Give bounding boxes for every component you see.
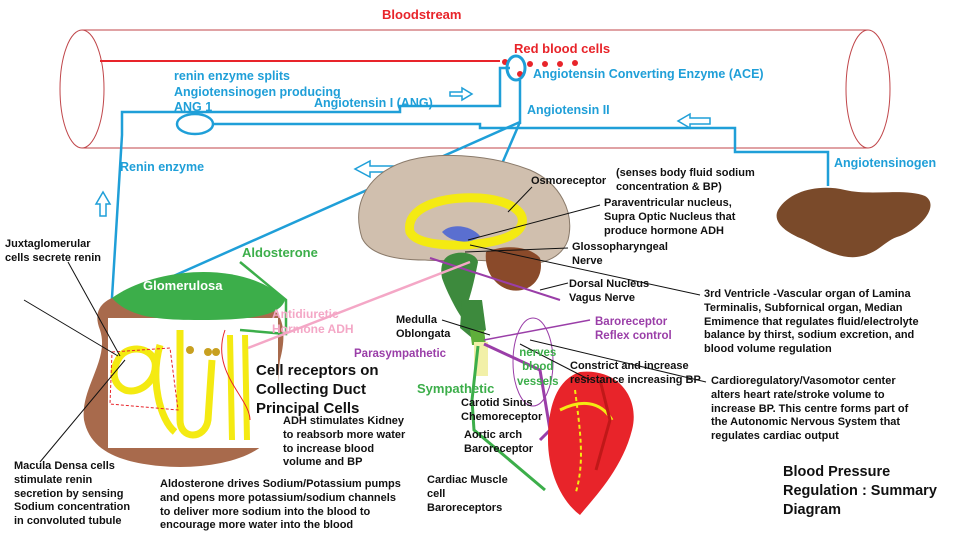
bloodstream-vessel: [59, 29, 891, 149]
bloodstream-label: Bloodstream: [382, 7, 462, 22]
parasympathetic-label: Parasympathetic: [354, 348, 447, 360]
paraventricular-label: Paraventricular nucleus, Supra Optic Nuc…: [604, 197, 736, 237]
brain: [358, 154, 571, 345]
liver-shape: [776, 187, 931, 258]
angiotensinogen-label: Angiotensinogen: [834, 156, 937, 170]
carotid-label: Carotid Sinus Chemoreceptor: [461, 397, 543, 423]
angiotensin-1-label: Angiotensin I (ANG): [314, 96, 433, 110]
nerves-blood-vessels-label: nerves blood vessels: [517, 347, 559, 388]
osmoreceptor-label: Osmoreceptor: [531, 175, 607, 187]
cardiac-muscle-label: Cardiac Muscle cell Baroreceptors: [427, 474, 508, 514]
macula-densa-label: Macula Densa cells stimulate renin secre…: [14, 460, 131, 527]
dorsal-nucleus-label: Dorsal Nucleus Vagus Nerve: [569, 278, 650, 304]
juxtaglomerular-label: Juxtaglomerular cells secrete renin: [5, 238, 102, 264]
glomerulosa-label: Glomerulosa: [143, 278, 223, 293]
glossopharyngeal-label: Glossopharyngeal Nerve: [572, 241, 668, 267]
aldosterone-drives-label: Aldosterone drives Sodium/Potassium pump…: [160, 478, 401, 532]
osmoreceptor-note: (senses body fluid sodium concentration …: [616, 167, 755, 193]
heart: [548, 371, 634, 515]
pointer-lines: [23, 186, 707, 463]
diagram-title: Blood Pressure Regulation : Summary Diag…: [783, 464, 937, 519]
renin-split-label: renin enzyme splits Angiotensinogen prod…: [174, 69, 341, 115]
cardioregulatory-label: Cardioregulatory/Vasomotor center alters…: [711, 375, 909, 442]
renin-enzyme-label: Renin enzyme: [120, 160, 205, 174]
third-ventricle-label: 3rd Ventricle -Vascular organ of Lamina …: [704, 288, 919, 355]
kidney: [83, 272, 285, 467]
adh-stimulates-label: ADH stimulates Kidney to reabsorb more w…: [283, 415, 406, 469]
angiotensin-2-label: Angiotensin II: [527, 103, 610, 117]
ang1-ellipse: [175, 112, 215, 136]
adh-label: Antidiuretic Hormone ADH: [272, 307, 354, 336]
aortic-arch-label: Aortic arch Baroreceptor: [464, 429, 534, 455]
medulla-label: Medulla Oblongata: [396, 314, 451, 340]
constrict-label: Constrict and increase resistance increa…: [570, 360, 701, 386]
red-blood-cells-dots: [502, 59, 578, 77]
nerve-tracts: [429, 257, 591, 492]
aldosterone-label: Aldosterone: [242, 245, 318, 260]
aldosterone-path: [239, 261, 288, 336]
baroreceptor-reflex-label: Baroreceptor Reflex control: [595, 316, 672, 343]
red-blood-cells-label: Red blood cells: [514, 41, 611, 56]
cell-receptors-label: Cell receptors on Collecting Duct Princi…: [256, 362, 379, 417]
ace-label: Angiotensin Converting Enzyme (ACE): [533, 67, 764, 81]
sympathetic-label: Sympathetic: [417, 381, 495, 396]
adh-path: [247, 260, 471, 350]
